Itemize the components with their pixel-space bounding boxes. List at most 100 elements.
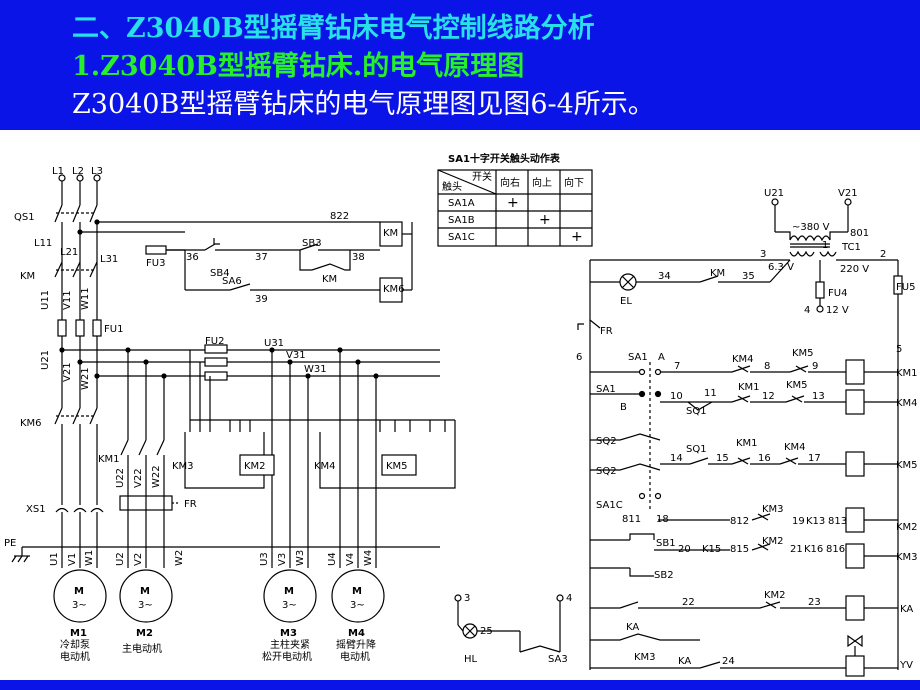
n7-label: 7 <box>674 361 680 372</box>
title-banner: 二、Z3040B型摇臂钻床电气控制线路分析 1.Z3040B型摇臂钻床.的电气原… <box>0 0 920 130</box>
r3-km4: KM4 <box>784 442 806 453</box>
ka-contact-label: KA <box>626 622 639 633</box>
table-row-sa1b: SA1B <box>448 215 475 226</box>
n39-label: 39 <box>255 294 268 305</box>
m4-name: M4 <box>348 628 365 639</box>
m3-t2: V3 <box>277 553 288 566</box>
m1-desc1: 冷却泵 <box>60 638 90 651</box>
m3-name: M3 <box>280 628 297 639</box>
a-label: A <box>658 352 665 363</box>
n813-label: 813 <box>828 516 847 527</box>
m2-symbol: M <box>140 586 150 597</box>
n816-label: 816 <box>826 544 845 555</box>
n2-label: 2 <box>880 249 886 260</box>
fu4-label: FU4 <box>828 288 847 299</box>
table-mark-b: + <box>539 212 551 228</box>
m2-desc1: 主电动机 <box>122 642 162 655</box>
m4-t3: W4 <box>363 550 374 566</box>
n8-label: 8 <box>764 361 770 372</box>
n37-label: 37 <box>255 252 268 263</box>
v63-label: 6.3 V <box>768 262 794 273</box>
table-col-up: 向上 <box>532 176 552 189</box>
coil-km1-label: KM1 <box>896 368 918 379</box>
n11-label: 11 <box>704 388 717 399</box>
m1-t1: U1 <box>49 552 60 566</box>
sq2-label-1: SQ2 <box>596 436 617 447</box>
sa1c-label: SA1C <box>596 500 623 511</box>
n17-label: 17 <box>808 453 821 464</box>
m1-name: M1 <box>70 628 87 639</box>
l2-label: L2 <box>72 166 84 177</box>
tc-v21: V21 <box>838 188 858 199</box>
v11-label: V11 <box>62 290 73 310</box>
u22-label: U22 <box>115 468 126 488</box>
n21-label: 21 <box>790 544 803 555</box>
n20-label: 20 <box>678 544 691 555</box>
n815-label: 815 <box>730 544 749 555</box>
m2-t2: V2 <box>133 553 144 566</box>
l31-label: L31 <box>100 254 118 265</box>
ka-contact-2-label: KA <box>678 656 691 667</box>
n34-label: 34 <box>658 271 671 282</box>
reversing-contactors: KM3 KM2 KM4 KM5 <box>172 347 456 568</box>
m4-t1: U4 <box>327 552 338 566</box>
k16-label: K16 <box>804 544 823 555</box>
sa1-top-label: SA1 <box>628 352 648 363</box>
v21-label: V21 <box>62 362 73 382</box>
power-circuit: L1 L2 L3 QS1 L11 L21 L31 KM U11 V11 W11 … <box>4 166 456 663</box>
title-line-1: 二、Z3040B型摇臂钻床电气控制线路分析 <box>72 13 595 44</box>
tc1-label: TC1 <box>841 242 861 253</box>
sa3-label: SA3 <box>548 654 568 665</box>
n36-label: 36 <box>186 252 199 263</box>
motor-m1: M 3~ M1 冷却泵 电动机 U1 V1 W1 <box>49 550 107 663</box>
v31-label: V31 <box>286 350 306 361</box>
fu2-label: FU2 <box>205 336 224 347</box>
n15-label: 15 <box>716 453 729 464</box>
sa1-action-table: SA1十字开关触头动作表 开关 触头 向右 向上 向下 SA1A SA1B SA… <box>437 152 593 247</box>
r1-km4: KM4 <box>732 354 754 365</box>
n19-label: 19 <box>792 516 805 527</box>
m2-t3: W2 <box>174 550 185 566</box>
table-mark-a: + <box>507 195 519 211</box>
n14-label: 14 <box>670 453 683 464</box>
n5-label: 5 <box>896 344 902 355</box>
right-control-circuit: U21 V21 ~380 V 801 TC1 3 6.3 V 1 220 V 2… <box>576 188 918 677</box>
w21-label: W21 <box>80 367 91 390</box>
m3-phase: 3~ <box>282 600 297 611</box>
n6-label: 6 <box>576 352 582 363</box>
n1-label: 1 <box>822 240 828 251</box>
m2-name: M2 <box>136 628 153 639</box>
coil-ka-label: KA <box>900 604 913 615</box>
fr-contact-label: FR <box>600 326 613 337</box>
r2-km1: KM1 <box>738 382 760 393</box>
coil-km3-label: KM3 <box>896 552 918 563</box>
m3-desc1: 主柱夹紧 <box>270 638 310 651</box>
m4-t2: V4 <box>345 553 356 566</box>
coil-km5-label: KM5 <box>896 460 918 471</box>
sb1-label: SB1 <box>656 538 676 549</box>
hl-n4: 4 <box>566 593 572 604</box>
m2-phase: 3~ <box>138 600 153 611</box>
km-coil-label: KM <box>383 228 398 239</box>
km4-main-label: KM4 <box>314 461 336 472</box>
motor-m3: M 3~ M3 主柱夹紧 松开电动机 U3 V3 W3 <box>259 550 317 663</box>
sa6-label: SA6 <box>222 276 242 287</box>
hl-lamp-circuit: 3 25 HL SA3 4 <box>454 593 572 665</box>
sq2-label-2: SQ2 <box>596 466 617 477</box>
n811-label: 811 <box>622 514 641 525</box>
tc-u21: U21 <box>764 188 784 199</box>
m1-desc2: 电动机 <box>60 650 90 663</box>
sb3-label: SB3 <box>302 238 322 249</box>
km5-main-label: KM5 <box>386 461 408 472</box>
coil-km4-label: KM4 <box>896 398 918 409</box>
r2-sq1: SQ1 <box>686 406 707 417</box>
b-label: B <box>620 402 627 413</box>
yv-label: YV <box>899 660 913 671</box>
l21-label: L21 <box>60 247 78 258</box>
sa1-side-label: SA1 <box>596 384 616 395</box>
n24-label: 24 <box>722 656 735 667</box>
title-line-3: Z3040B型摇臂钻床的电气原理图见图6-4所示。 <box>72 89 655 120</box>
el-km-label: KM <box>710 268 725 279</box>
r1-km5: KM5 <box>792 348 814 359</box>
coil-km2-label: KM2 <box>896 522 918 533</box>
